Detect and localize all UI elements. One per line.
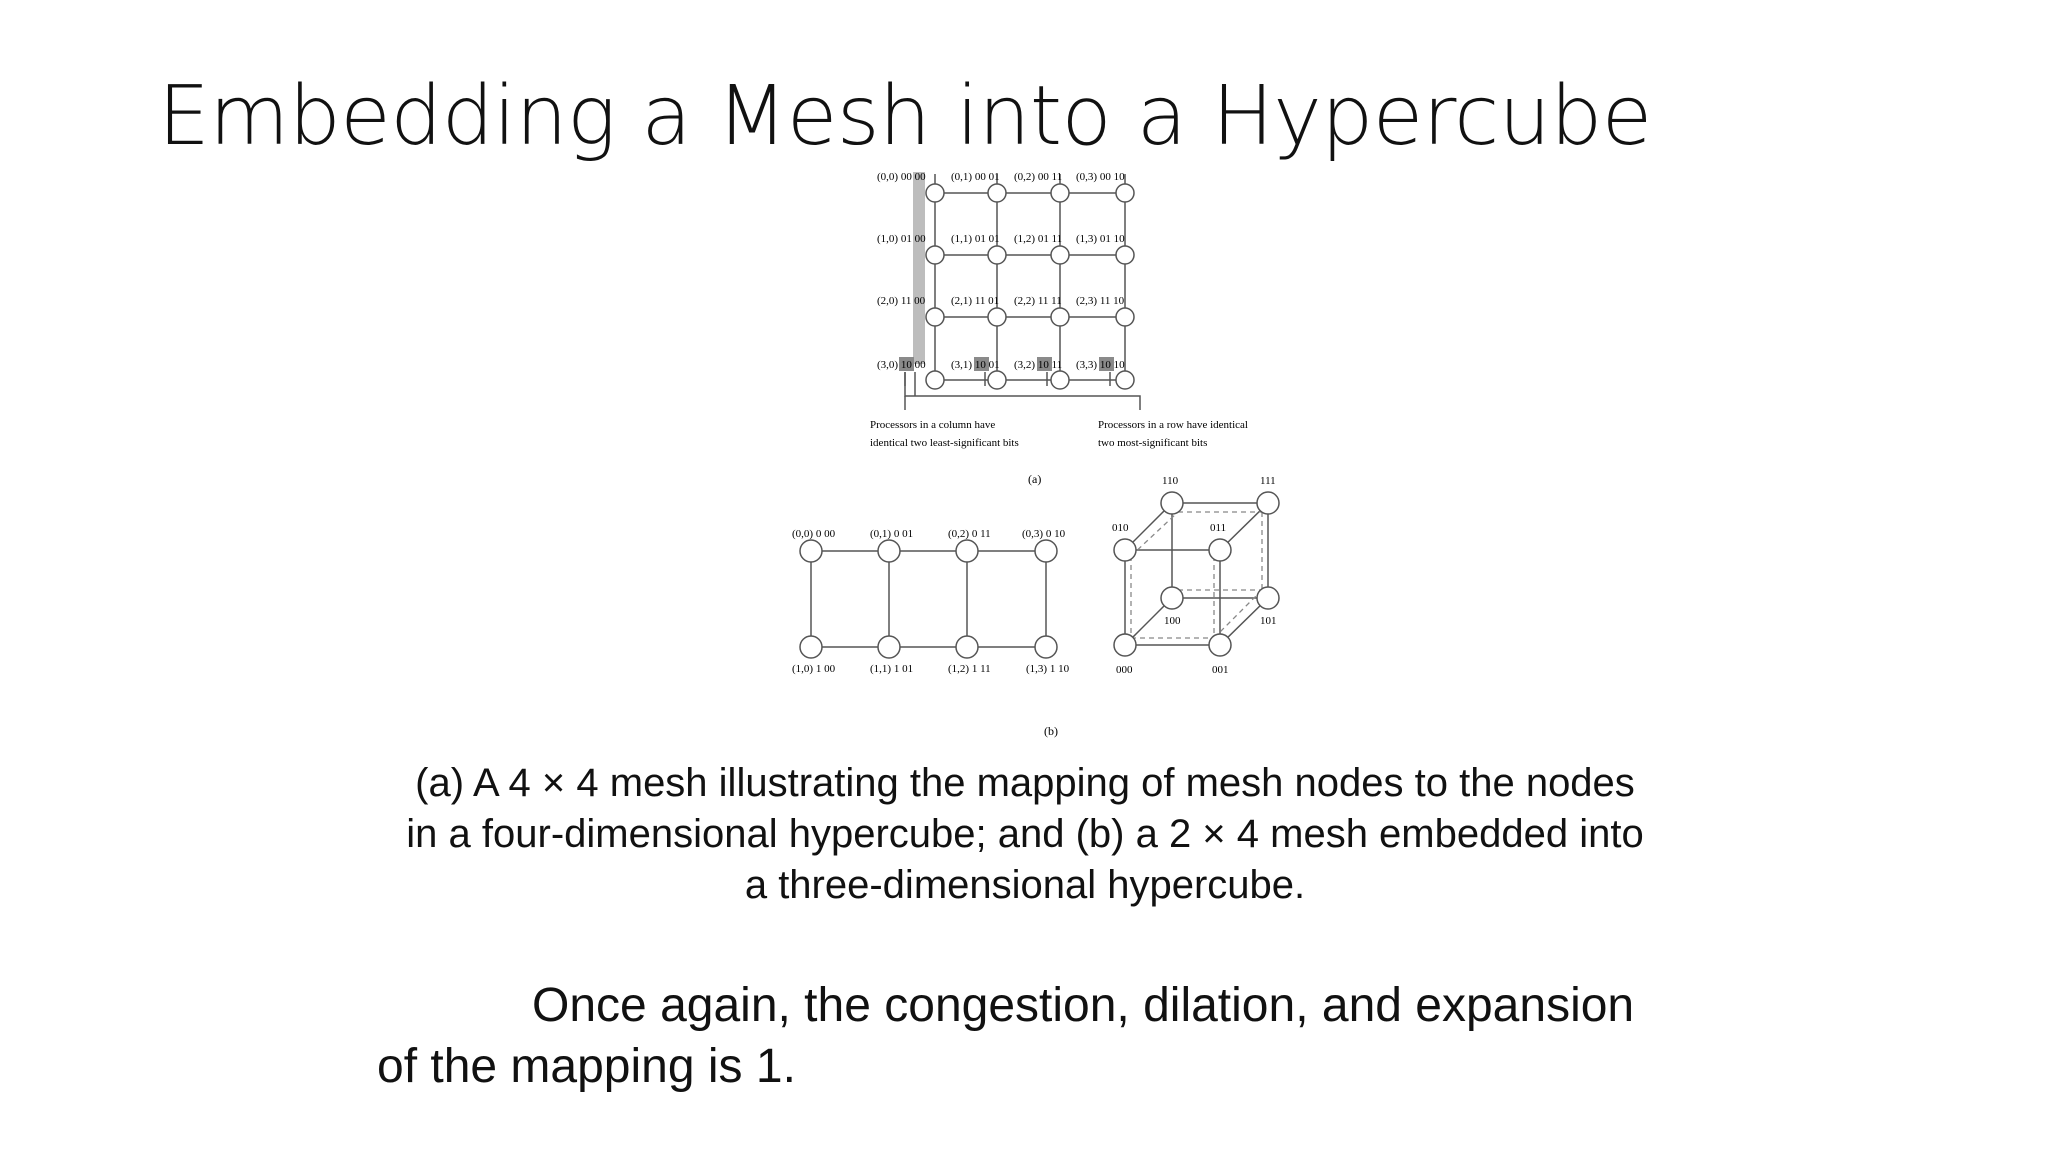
- mesh-node: [955, 635, 979, 659]
- figure-b-mesh-nodes: [799, 539, 1058, 659]
- node-label: (0,3) 0 10: [1022, 528, 1066, 540]
- figure-b-label: (b): [1044, 724, 1058, 738]
- cube-label: 100: [1164, 615, 1181, 627]
- node-label: (1,0) 1 00: [792, 663, 836, 675]
- cube-node-110: [1160, 491, 1184, 515]
- mesh-node: [987, 183, 1007, 203]
- mesh-node: [925, 183, 945, 203]
- mesh-node: [1050, 307, 1070, 327]
- node-label: (3,3) 10 10: [1076, 359, 1125, 371]
- node-label: (0,2) 0 11: [948, 528, 991, 540]
- node-label: (2,1) 11 01: [951, 295, 999, 307]
- node-label: (0,3) 00 10: [1076, 171, 1125, 183]
- hypercube-edges: [1124, 502, 1269, 646]
- figure-b-mesh-labels: (0,0) 0 00 (0,1) 0 01 (0,2) 0 11 (0,3) 0…: [792, 528, 1070, 675]
- column-note-line-2: identical two least-significant bits: [870, 437, 1019, 449]
- figure-a: [904, 172, 1141, 410]
- mesh-node: [1050, 370, 1070, 390]
- figure-a-notes: Processors in a column have identical tw…: [870, 419, 1248, 486]
- cube-node-111: [1256, 491, 1280, 515]
- mesh-a-labels: (0,0) 00 00 (0,1) 00 01 (0,2) 00 11 (0,3…: [877, 171, 1125, 371]
- cube-label: 110: [1162, 475, 1179, 487]
- node-label: (1,0) 01 00: [877, 233, 926, 245]
- cube-node-011: [1208, 538, 1232, 562]
- column-highlight-bar: [913, 172, 925, 364]
- figure-caption: (a) A 4 × 4 mesh illustrating the mappin…: [360, 758, 1690, 911]
- mesh-node: [877, 539, 901, 563]
- row-note-line-2: two most-significant bits: [1098, 437, 1207, 449]
- figure-a-label: (a): [1028, 472, 1041, 486]
- mesh-node: [877, 635, 901, 659]
- caption-line-3: a three-dimensional hypercube.: [744, 863, 1306, 907]
- node-label: (1,3) 01 10: [1076, 233, 1125, 245]
- mesh-node: [1115, 307, 1135, 327]
- mesh-node: [1115, 245, 1135, 265]
- caption-line-1: (a) A 4 × 4 mesh illustrating the mappin…: [415, 761, 1635, 805]
- hypercube-labels: 110 111 010 011 100 101 000 001: [1112, 475, 1277, 676]
- node-label: (3,2) 10 11: [1014, 359, 1062, 371]
- node-label: (0,1) 0 01: [870, 528, 913, 540]
- node-label: (1,2) 1 11: [948, 663, 991, 675]
- conclusion-line-2: of the mapping is 1.: [377, 1040, 796, 1093]
- cube-node-000: [1113, 633, 1137, 657]
- cube-node-010: [1113, 538, 1137, 562]
- node-label: (1,1) 1 01: [870, 663, 913, 675]
- mesh-node: [1050, 183, 1070, 203]
- cube-label: 010: [1112, 522, 1129, 534]
- mesh-node: [799, 539, 823, 563]
- mesh-node: [987, 245, 1007, 265]
- figure-b-mesh-edges: [810, 550, 1047, 648]
- node-label: (0,0) 0 00: [792, 528, 836, 540]
- code-highlights: [899, 357, 1114, 371]
- cube-node-001: [1208, 633, 1232, 657]
- node-label: (1,1) 01 01: [951, 233, 1000, 245]
- caption-line-2: in a four-dimensional hypercube; and (b)…: [406, 812, 1644, 856]
- mesh-node: [1034, 539, 1058, 563]
- mesh-node: [955, 539, 979, 563]
- column-note-line-1: Processors in a column have: [870, 419, 995, 431]
- node-label: (3,0) 10 00: [877, 359, 926, 371]
- node-label: (2,3) 11 10: [1076, 295, 1125, 307]
- mesh-node: [1034, 635, 1058, 659]
- mesh-node: [925, 245, 945, 265]
- mesh-node: [1115, 183, 1135, 203]
- cube-label: 000: [1116, 664, 1133, 676]
- mesh-node: [799, 635, 823, 659]
- cube-label: 011: [1210, 522, 1226, 534]
- node-label: (2,2) 11 11: [1014, 295, 1062, 307]
- cube-label: 101: [1260, 615, 1277, 627]
- node-label: (3,1) 10 01: [951, 359, 1000, 371]
- node-label: (0,2) 00 11: [1014, 171, 1062, 183]
- node-label: (1,3) 1 10: [1026, 663, 1070, 675]
- mesh-a-nodes: [925, 183, 1135, 390]
- mesh-node: [925, 307, 945, 327]
- mesh-node: [987, 370, 1007, 390]
- cube-node-101: [1256, 586, 1280, 610]
- node-label: (0,0) 00 00: [877, 171, 926, 183]
- mesh-node: [987, 307, 1007, 327]
- mesh-node: [1115, 370, 1135, 390]
- node-label: (0,1) 00 01: [951, 171, 1000, 183]
- mesh-hypercube-figure: (0,0) 00 00 (0,1) 00 01 (0,2) 00 11 (0,3…: [792, 171, 1280, 738]
- node-label: (2,0) 11 00: [877, 295, 926, 307]
- cube-label: 111: [1260, 475, 1276, 487]
- embedding-dashed-paths: [1130, 511, 1263, 639]
- cube-label: 001: [1212, 664, 1229, 676]
- mesh-node: [925, 370, 945, 390]
- conclusion-text: Once again, the congestion, dilation, an…: [377, 975, 1717, 1097]
- slide-title: Embedding a Mesh into a Hypercube: [158, 69, 1652, 164]
- node-label: (1,2) 01 11: [1014, 233, 1062, 245]
- cube-node-100: [1160, 586, 1184, 610]
- conclusion-line-1: Once again, the congestion, dilation, an…: [532, 979, 1635, 1032]
- hypercube-nodes: [1113, 491, 1280, 657]
- mesh-node: [1050, 245, 1070, 265]
- row-note-line-1: Processors in a row have identical: [1098, 419, 1248, 431]
